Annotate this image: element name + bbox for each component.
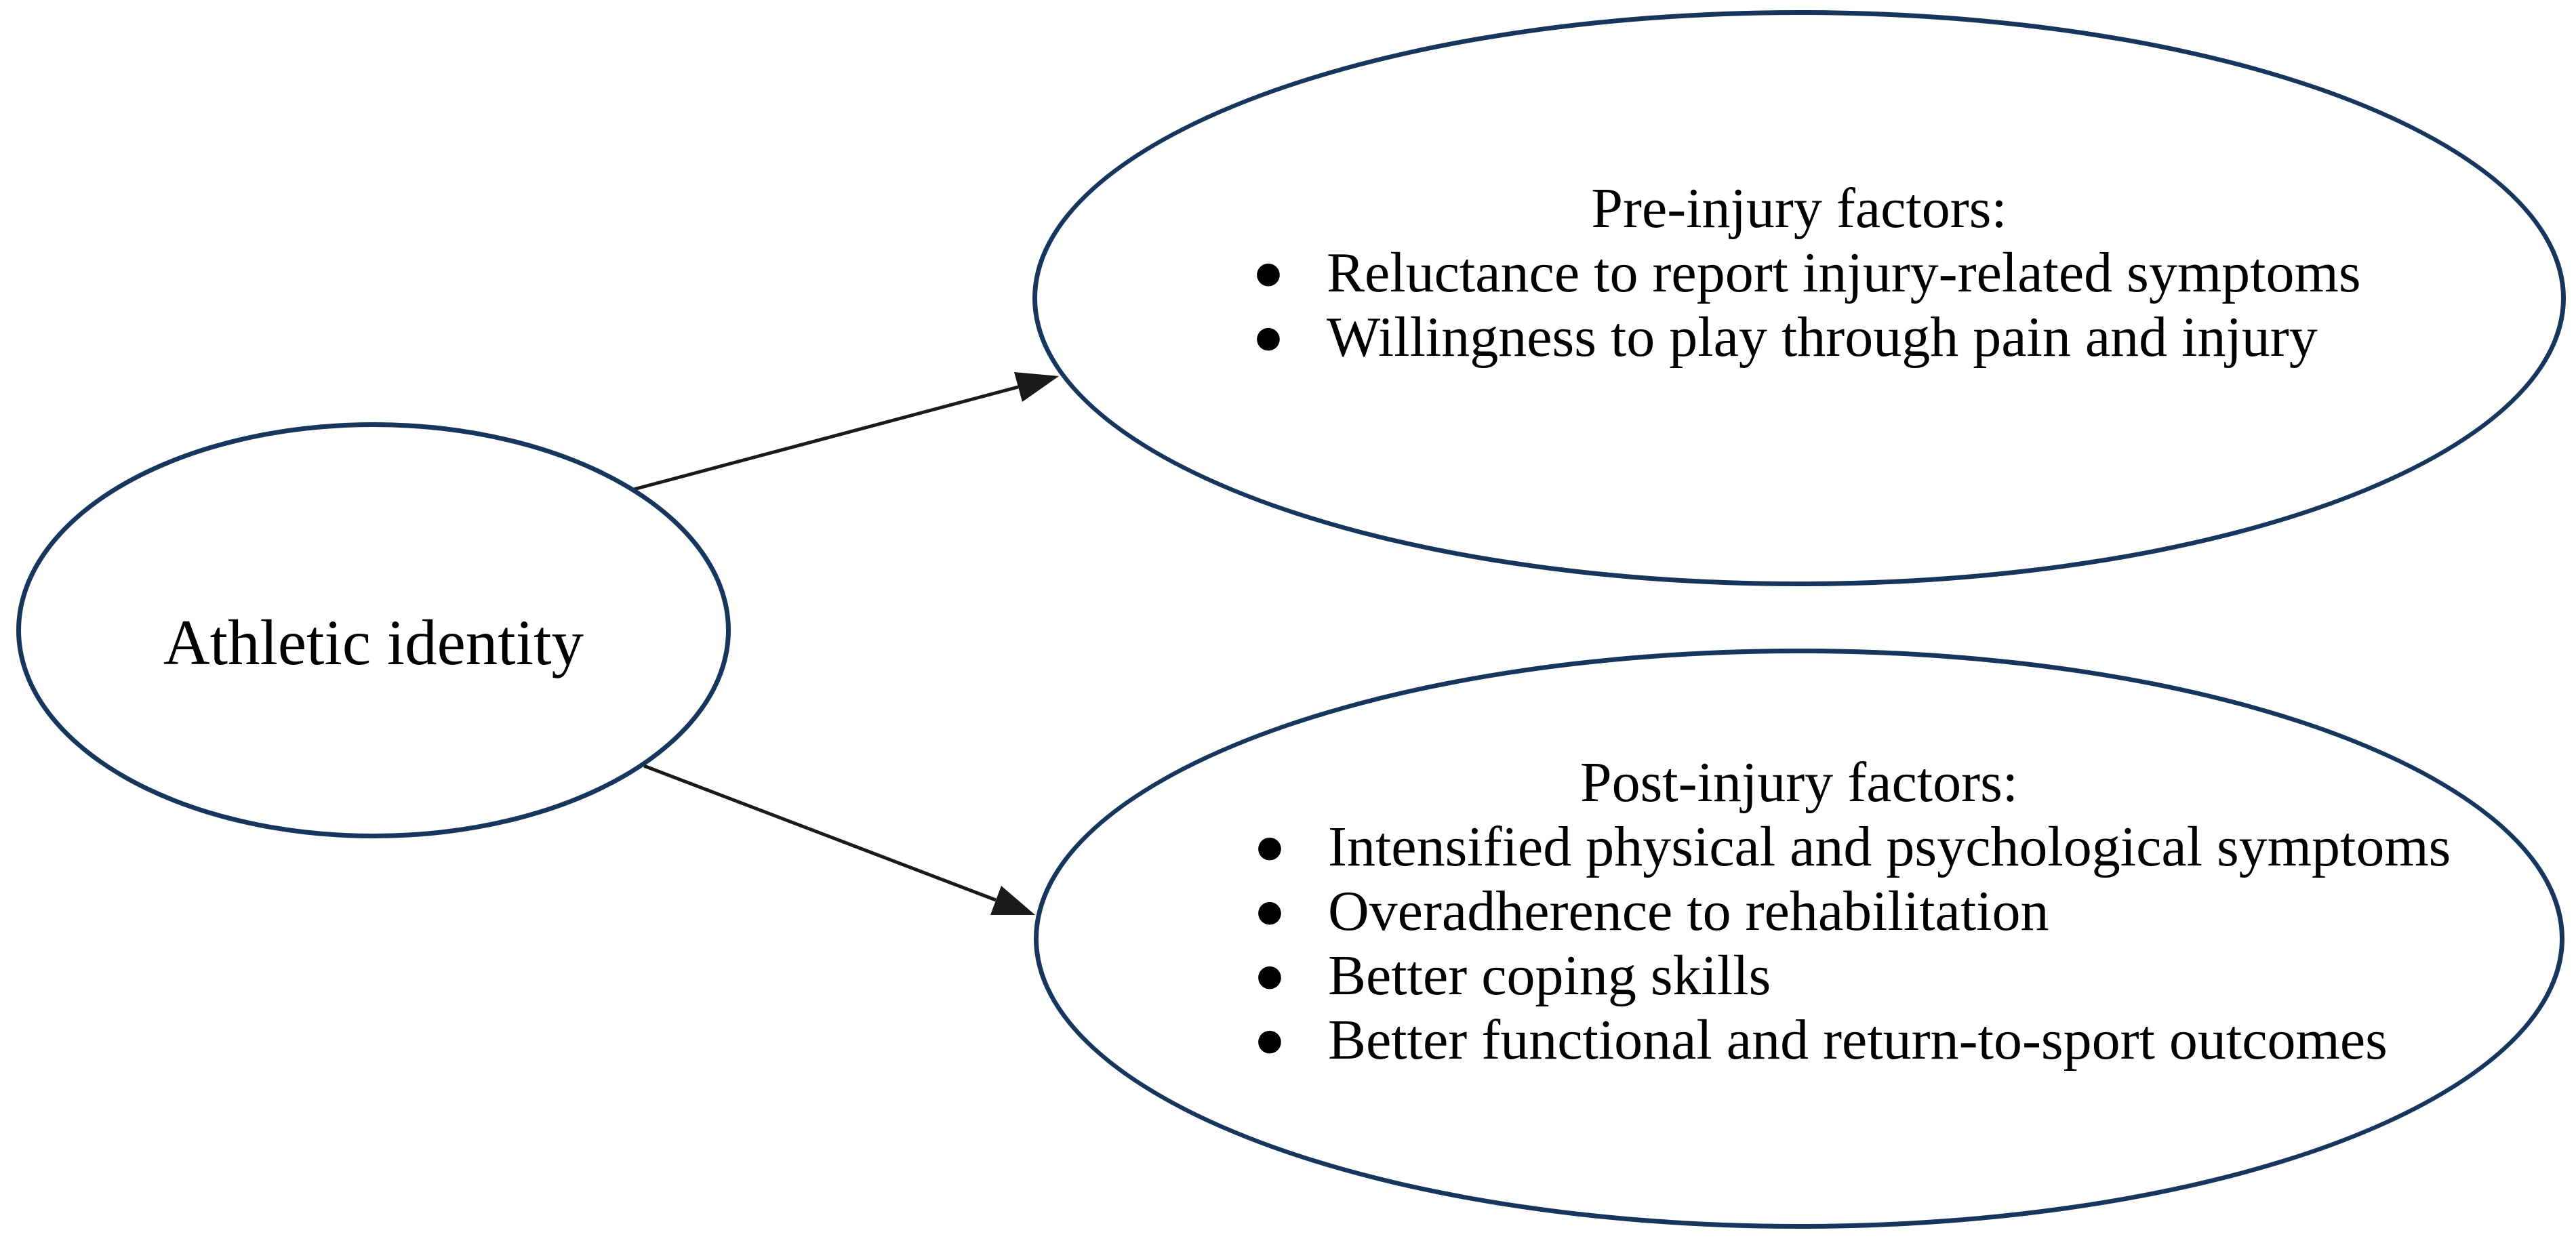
arrow-to-pre-injury-node bbox=[633, 372, 1059, 491]
bullet-item: ● Intensified physical and psychological… bbox=[1211, 815, 2560, 879]
arrowhead-icon bbox=[1014, 372, 1059, 402]
bullet-item: ● Better functional and return-to-sport … bbox=[1211, 1008, 2560, 1072]
bullet-text: Better coping skills bbox=[1328, 944, 1771, 1007]
bullet-item: ● Overadherence to rehabilitation bbox=[1211, 879, 2560, 943]
central-node: Athletic identity bbox=[16, 422, 731, 838]
arrow-line bbox=[643, 764, 997, 902]
post-injury-content: Post-injury factors: ● Intensified physi… bbox=[1039, 750, 2560, 1072]
bullet-icon: ● bbox=[1256, 1023, 1283, 1057]
post-injury-node: Post-injury factors: ● Intensified physi… bbox=[1034, 649, 2564, 1229]
arrowhead-icon bbox=[990, 886, 1035, 915]
post-injury-title: Post-injury factors: bbox=[1579, 751, 2019, 814]
bullet-icon: ● bbox=[1255, 320, 1282, 354]
pre-injury-title: Pre-injury factors: bbox=[1591, 177, 2007, 240]
bullet-item: ● Better coping skills bbox=[1211, 943, 2560, 1008]
bullet-icon: ● bbox=[1255, 256, 1282, 290]
bullet-text: Willingness to play through pain and inj… bbox=[1327, 306, 2318, 369]
central-node-label: Athletic identity bbox=[163, 606, 584, 678]
bullet-text: Reluctance to report injury-related symp… bbox=[1327, 241, 2361, 304]
arrow-to-post-injury-node bbox=[643, 764, 1035, 915]
pre-injury-content: Pre-injury factors: ● Reluctance to repo… bbox=[1037, 176, 2561, 369]
bullet-icon: ● bbox=[1256, 958, 1283, 993]
bullet-text: Overadherence to rehabilitation bbox=[1328, 880, 2049, 943]
bullet-text: Better functional and return-to-sport ou… bbox=[1328, 1008, 2388, 1071]
arrow-line bbox=[633, 385, 1019, 491]
bullet-icon: ● bbox=[1256, 830, 1283, 864]
bullet-text: Intensified physical and psychological s… bbox=[1328, 815, 2451, 878]
bullet-item: ● Reluctance to report injury-related sy… bbox=[1210, 241, 2561, 305]
pre-injury-bullet-list: ● Reluctance to report injury-related sy… bbox=[1037, 241, 2561, 369]
post-injury-bullet-list: ● Intensified physical and psychological… bbox=[1039, 815, 2560, 1072]
bullet-item: ● Willingness to play through pain and i… bbox=[1210, 305, 2561, 369]
bullet-icon: ● bbox=[1256, 894, 1283, 928]
pre-injury-node: Pre-injury factors: ● Reluctance to repo… bbox=[1032, 10, 2566, 586]
